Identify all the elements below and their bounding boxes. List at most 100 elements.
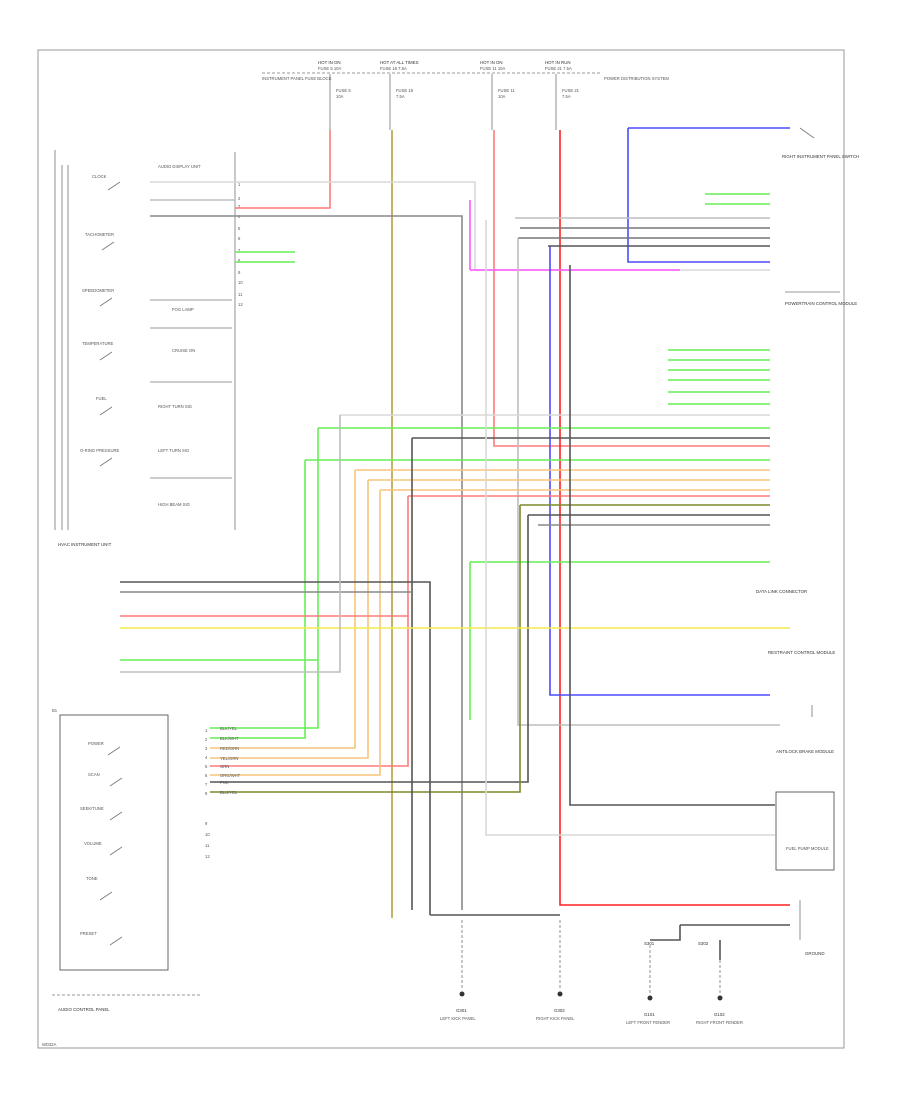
grounds: G301 LEFT KICK PANEL G302 RIGHT KICK PAN…	[440, 941, 743, 1025]
instrument-cluster: HVAC INSTRUMENT UNIT CLOCK TACHOMETER SP…	[54, 150, 243, 547]
wire-cp-8	[210, 505, 521, 793]
wire-label-2: BLK/WHT	[220, 736, 239, 741]
fuse-2-sub: FUSE 18 7.5A	[380, 66, 407, 71]
fuse-2-label: HOT AT ALL TIMES	[380, 60, 419, 65]
fuse-3-sub: FUSE 11 10A	[480, 66, 505, 71]
splice-1: S301	[644, 941, 655, 946]
right-components: RIGHT INSTRUMENT PANEL SWITCH POWERTRAIN…	[756, 127, 859, 956]
svg-text:4: 4	[205, 755, 208, 760]
svg-text:FUSE 5: FUSE 5	[336, 88, 351, 93]
ground-4-sub: RIGHT FRONT FENDER	[696, 1020, 743, 1025]
wire-color-labels: BLK/YEL BLK/WHT RED/GRN YEL/GRN GRN ORG/…	[220, 726, 241, 795]
switch-tone-contact	[99, 891, 113, 901]
svg-text:7: 7	[205, 782, 208, 787]
svg-text:8: 8	[205, 791, 208, 796]
control-panel-box	[59, 714, 169, 971]
indicator-cruise: CRUISE ON	[172, 348, 195, 353]
component-rcm: RESTRAINT CONTROL MODULE	[768, 650, 835, 655]
svg-text:10: 10	[205, 832, 210, 837]
switch-seek: SEEK/TUNE	[80, 806, 104, 811]
wire-label-4: YEL/GRN	[220, 756, 238, 761]
switch-power: POWER	[88, 741, 104, 746]
svg-text:11: 11	[238, 292, 243, 297]
wire-fuse4-red	[559, 130, 790, 906]
svg-text:3: 3	[238, 204, 241, 209]
wire-cp-5	[210, 496, 409, 767]
wire-label-5: GRN	[220, 764, 229, 769]
svg-text:10: 10	[238, 280, 243, 285]
switch-preset: PRESET	[80, 931, 97, 936]
wire-gray-rcm	[517, 238, 780, 726]
ground-symbol-4	[717, 995, 723, 1001]
wire-cp-4	[210, 480, 369, 759]
gauge-tach-needle	[101, 241, 115, 251]
switch-volume-contact	[109, 846, 123, 856]
switch-volume: VOLUME	[84, 841, 102, 846]
ground-symbol-2	[557, 991, 563, 997]
switch-tone: TONE	[86, 876, 98, 881]
top-right-note: POWER DISTRIBUTION SYSTEM	[604, 76, 669, 81]
ground-4-label: G102	[714, 1012, 725, 1017]
wire-label-8: BLU/YEL	[220, 790, 238, 795]
wire-clock	[150, 181, 770, 271]
ground-1-sub: LEFT KICK PANEL	[440, 1016, 476, 1021]
wire-label-3: RED/GRN	[220, 746, 239, 751]
svg-text:7: 7	[238, 248, 241, 253]
svg-text:5: 5	[205, 764, 208, 769]
gauge-tach: TACHOMETER	[85, 232, 114, 237]
wire-label-1: BLK/YEL	[220, 726, 238, 731]
splice-2: S302	[698, 941, 709, 946]
svg-text:12: 12	[205, 854, 210, 859]
cluster-pin-column: 1 2 3 4 5 6 7 8 9 10 11 12	[238, 182, 243, 307]
gauge-fuel: FUEL	[96, 396, 107, 401]
ground-3-label: G101	[644, 1012, 655, 1017]
ground-2-label: G302	[554, 1008, 565, 1013]
fuse-4-sub: FUSE 21 7.5A	[545, 66, 572, 71]
svg-text:1: 1	[205, 728, 208, 733]
control-panel-title: AUDIO CONTROL PANEL	[58, 1007, 110, 1012]
fuse-4: HOT IN RUN FUSE 21 7.5A FUSE 21 7.5A	[545, 60, 580, 130]
fuse-3-label: HOT IN ON	[480, 60, 503, 65]
control-switches: POWER SCAN SEEK/TUNE VOLUME TONE PRESET	[80, 741, 123, 946]
component-abs: ANTILOCK BRAKE MODULE	[776, 749, 834, 754]
fuel-pump-box	[775, 791, 835, 871]
wire-ground-left	[650, 925, 681, 941]
gauge-oil: O-RING PRESSURE	[80, 448, 120, 453]
switch-preset-contact	[109, 936, 123, 946]
wire-fuse3-pink	[493, 130, 770, 447]
fuse-4-label: HOT IN RUN	[545, 60, 571, 65]
wiring	[120, 127, 790, 995]
wire-blue-abs	[549, 246, 770, 696]
gauge-clock: CLOCK	[92, 174, 107, 179]
ground-3-sub: LEFT FRONT FENDER	[626, 1020, 670, 1025]
footer-code: WD32A	[42, 1042, 57, 1047]
wire-fuelpump-1	[569, 265, 775, 806]
svg-text:10A: 10A	[498, 94, 506, 99]
svg-text:6: 6	[238, 236, 241, 241]
svg-text:3: 3	[205, 746, 208, 751]
wire-cp-2	[210, 460, 306, 739]
svg-text:FUSE 11: FUSE 11	[498, 88, 515, 93]
wire-lower-gray	[120, 415, 341, 673]
indicator-high-beam: HIGH BEAM SIG	[158, 502, 190, 507]
svg-text:9: 9	[238, 270, 241, 275]
wire-lower-1	[120, 581, 431, 915]
component-dlc: DATA LINK CONNECTOR	[756, 589, 807, 594]
gauge-oil-needle	[99, 457, 113, 467]
diagram-frame	[37, 49, 845, 1049]
wire-cluster-2	[150, 215, 463, 910]
svg-text:10A: 10A	[336, 94, 344, 99]
fuse-2: HOT AT ALL TIMES FUSE 18 7.5A FUSE 18 7.…	[380, 60, 419, 130]
gauge-temp: TEMPERATURE	[82, 341, 114, 346]
svg-text:1: 1	[238, 182, 241, 187]
wire-label-6: ORG/WHT	[220, 773, 241, 778]
svg-text:2: 2	[205, 737, 208, 742]
indicator-fog: FOG LAMP	[172, 307, 194, 312]
wire-cp-6	[210, 490, 381, 776]
cluster-title: HVAC INSTRUMENT UNIT	[58, 542, 112, 547]
control-pin-column: 1 2 3 4 5 6 7 8 9 10 11 12	[205, 728, 210, 859]
svg-text:7.5A: 7.5A	[396, 94, 405, 99]
indicator-left-turn: LEFT TURN SIG	[158, 448, 189, 453]
component-ground: GROUND	[805, 951, 825, 956]
svg-text:11: 11	[205, 843, 210, 848]
